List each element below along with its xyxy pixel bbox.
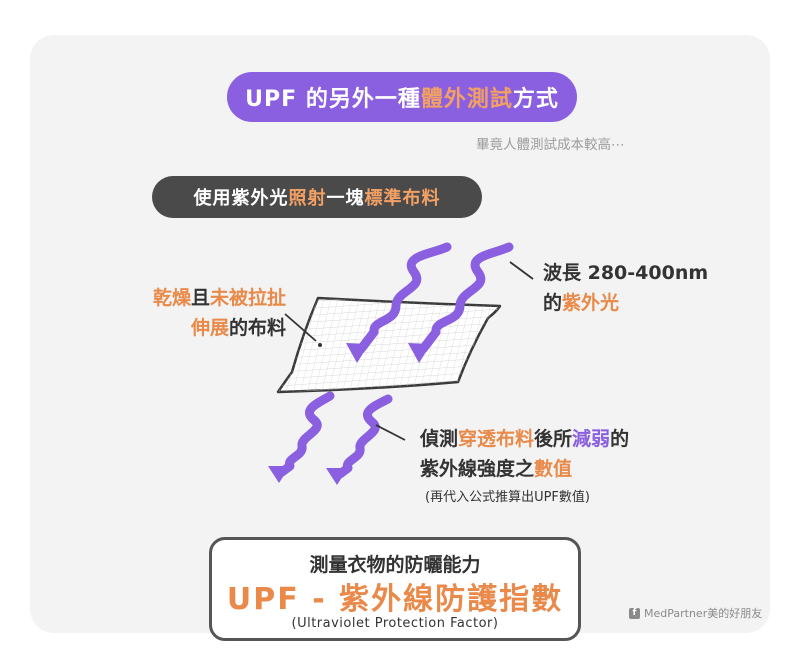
arrowhead-2	[408, 343, 431, 363]
fabric-extend: 伸展	[190, 317, 229, 339]
measure-weaken: 減弱	[572, 428, 611, 450]
wavelength-uv: 紫外光	[562, 292, 620, 314]
fabric-cloth: 的布料	[228, 317, 286, 339]
wave-pointer-line	[509, 261, 534, 280]
fabric-pointer-line	[284, 313, 317, 342]
subtitle-pill: 使用紫外光照射一塊標準布料	[152, 176, 482, 218]
formula-note: (再代入公式推算出UPF數值)	[425, 490, 590, 505]
subtitle-part1: 使用紫外光	[193, 188, 289, 209]
measure-intensity: 紫外線強度之	[420, 458, 535, 480]
title-highlight: 體外測試	[420, 87, 513, 112]
facebook-icon: f	[629, 607, 640, 619]
measure-label: 偵測穿透布料後所減弱的 紫外線強度之數值	[420, 424, 629, 484]
uv-wave-4	[335, 394, 393, 479]
measure-detect: 偵測	[420, 428, 459, 450]
uv-wave-1	[356, 242, 452, 354]
subtitle-part2: 一塊	[326, 188, 365, 209]
upf-summary-box: 測量衣物的防曬能力 UPF - 紫外線防護指數 (Ultraviolet Pro…	[209, 537, 581, 641]
measure-value: 數值	[534, 458, 573, 480]
arrowhead-3	[268, 466, 290, 483]
measure-of: 的	[610, 428, 630, 450]
fabric-and: 且	[190, 287, 210, 309]
wavelength-of: 的	[543, 292, 563, 314]
uv-wave-2	[418, 242, 514, 354]
measure-pointer-line	[375, 424, 406, 441]
wavelength-label: 波長 280-400nm 的紫外光	[543, 258, 708, 318]
uv-wave-3	[277, 391, 335, 477]
cost-note: 畢竟人體測試成本較高⋯	[476, 137, 625, 153]
title-part2: 方式	[512, 87, 559, 112]
wavelength-range: 波長 280-400nm	[543, 262, 709, 284]
subtitle-hl1: 照射	[288, 188, 327, 209]
credit: f MedPartner美的好朋友	[629, 605, 762, 621]
title-part1: UPF 的另外一種	[245, 87, 421, 112]
arrowhead-1	[346, 343, 369, 363]
title-pill: UPF 的另外一種體外測試方式	[227, 72, 577, 122]
box-line1: 測量衣物的防曬能力	[309, 554, 481, 576]
fabric-pointer-dot	[318, 343, 322, 347]
box-line3: (Ultraviolet Protection Factor)	[291, 616, 499, 631]
measure-after: 後所	[534, 428, 573, 450]
arrowhead-4	[326, 468, 348, 485]
measure-penetrate: 穿透布料	[458, 428, 535, 450]
credit-text: MedPartner美的好朋友	[644, 607, 763, 620]
fabric-unstretched: 未被拉扯	[209, 287, 286, 309]
subtitle-hl2: 標準布料	[364, 188, 441, 209]
fabric-dry: 乾燥	[152, 287, 191, 309]
fabric-label: 乾燥且未被拉扯 伸展的布料	[142, 283, 286, 343]
box-line2: UPF - 紫外線防護指數	[226, 582, 564, 617]
